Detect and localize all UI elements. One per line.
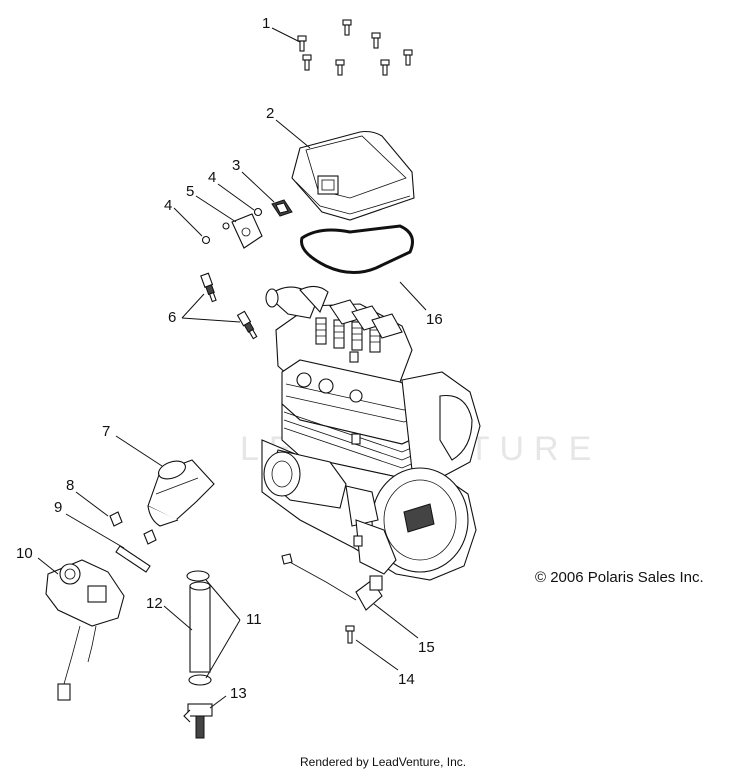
callout-4a: 4	[208, 169, 216, 186]
part-valve-cover	[291, 130, 415, 221]
part-small-bolts	[201, 207, 263, 245]
part-gasket-square	[271, 199, 293, 217]
part-fitting	[109, 511, 157, 545]
callout-1: 1	[262, 15, 270, 32]
copyright-notice: © 2006 Polaris Sales Inc.	[535, 569, 704, 586]
part-spark-plugs	[200, 272, 258, 340]
part-pin	[115, 545, 151, 573]
callout-4b: 4	[164, 197, 172, 214]
footer-credit: Rendered by LeadVenture, Inc.	[300, 755, 466, 769]
callout-16: 16	[426, 311, 443, 328]
callout-2: 2	[266, 105, 274, 122]
part-screw	[345, 625, 355, 644]
callout-13: 13	[230, 685, 247, 702]
part-hose-fitting	[183, 703, 213, 739]
part-cover-gasket	[300, 224, 414, 274]
callout-8: 8	[66, 477, 74, 494]
callout-14: 14	[398, 671, 415, 688]
leader-lines	[37, 27, 427, 709]
part-hose-clamps	[186, 570, 212, 686]
callout-12: 12	[146, 595, 163, 612]
callout-7: 7	[102, 423, 110, 440]
callout-labels: 1 2 3 4 4 5 6 7 8 9 10 11 12 13 14 15 16	[16, 15, 443, 702]
callout-6: 6	[168, 309, 176, 326]
callout-5: 5	[186, 183, 194, 200]
part-sensor	[231, 213, 263, 249]
engine-assembly	[261, 285, 481, 581]
callout-10: 10	[16, 545, 33, 562]
callout-11: 11	[246, 611, 262, 628]
part-throttle-body	[45, 559, 125, 701]
part-hose	[189, 581, 211, 673]
callout-9: 9	[54, 499, 62, 516]
part-bolts	[297, 19, 413, 76]
callout-3: 3	[232, 157, 240, 174]
part-speed-sensor	[281, 553, 383, 611]
callout-15: 15	[418, 639, 435, 656]
part-intake-boot	[147, 459, 215, 527]
